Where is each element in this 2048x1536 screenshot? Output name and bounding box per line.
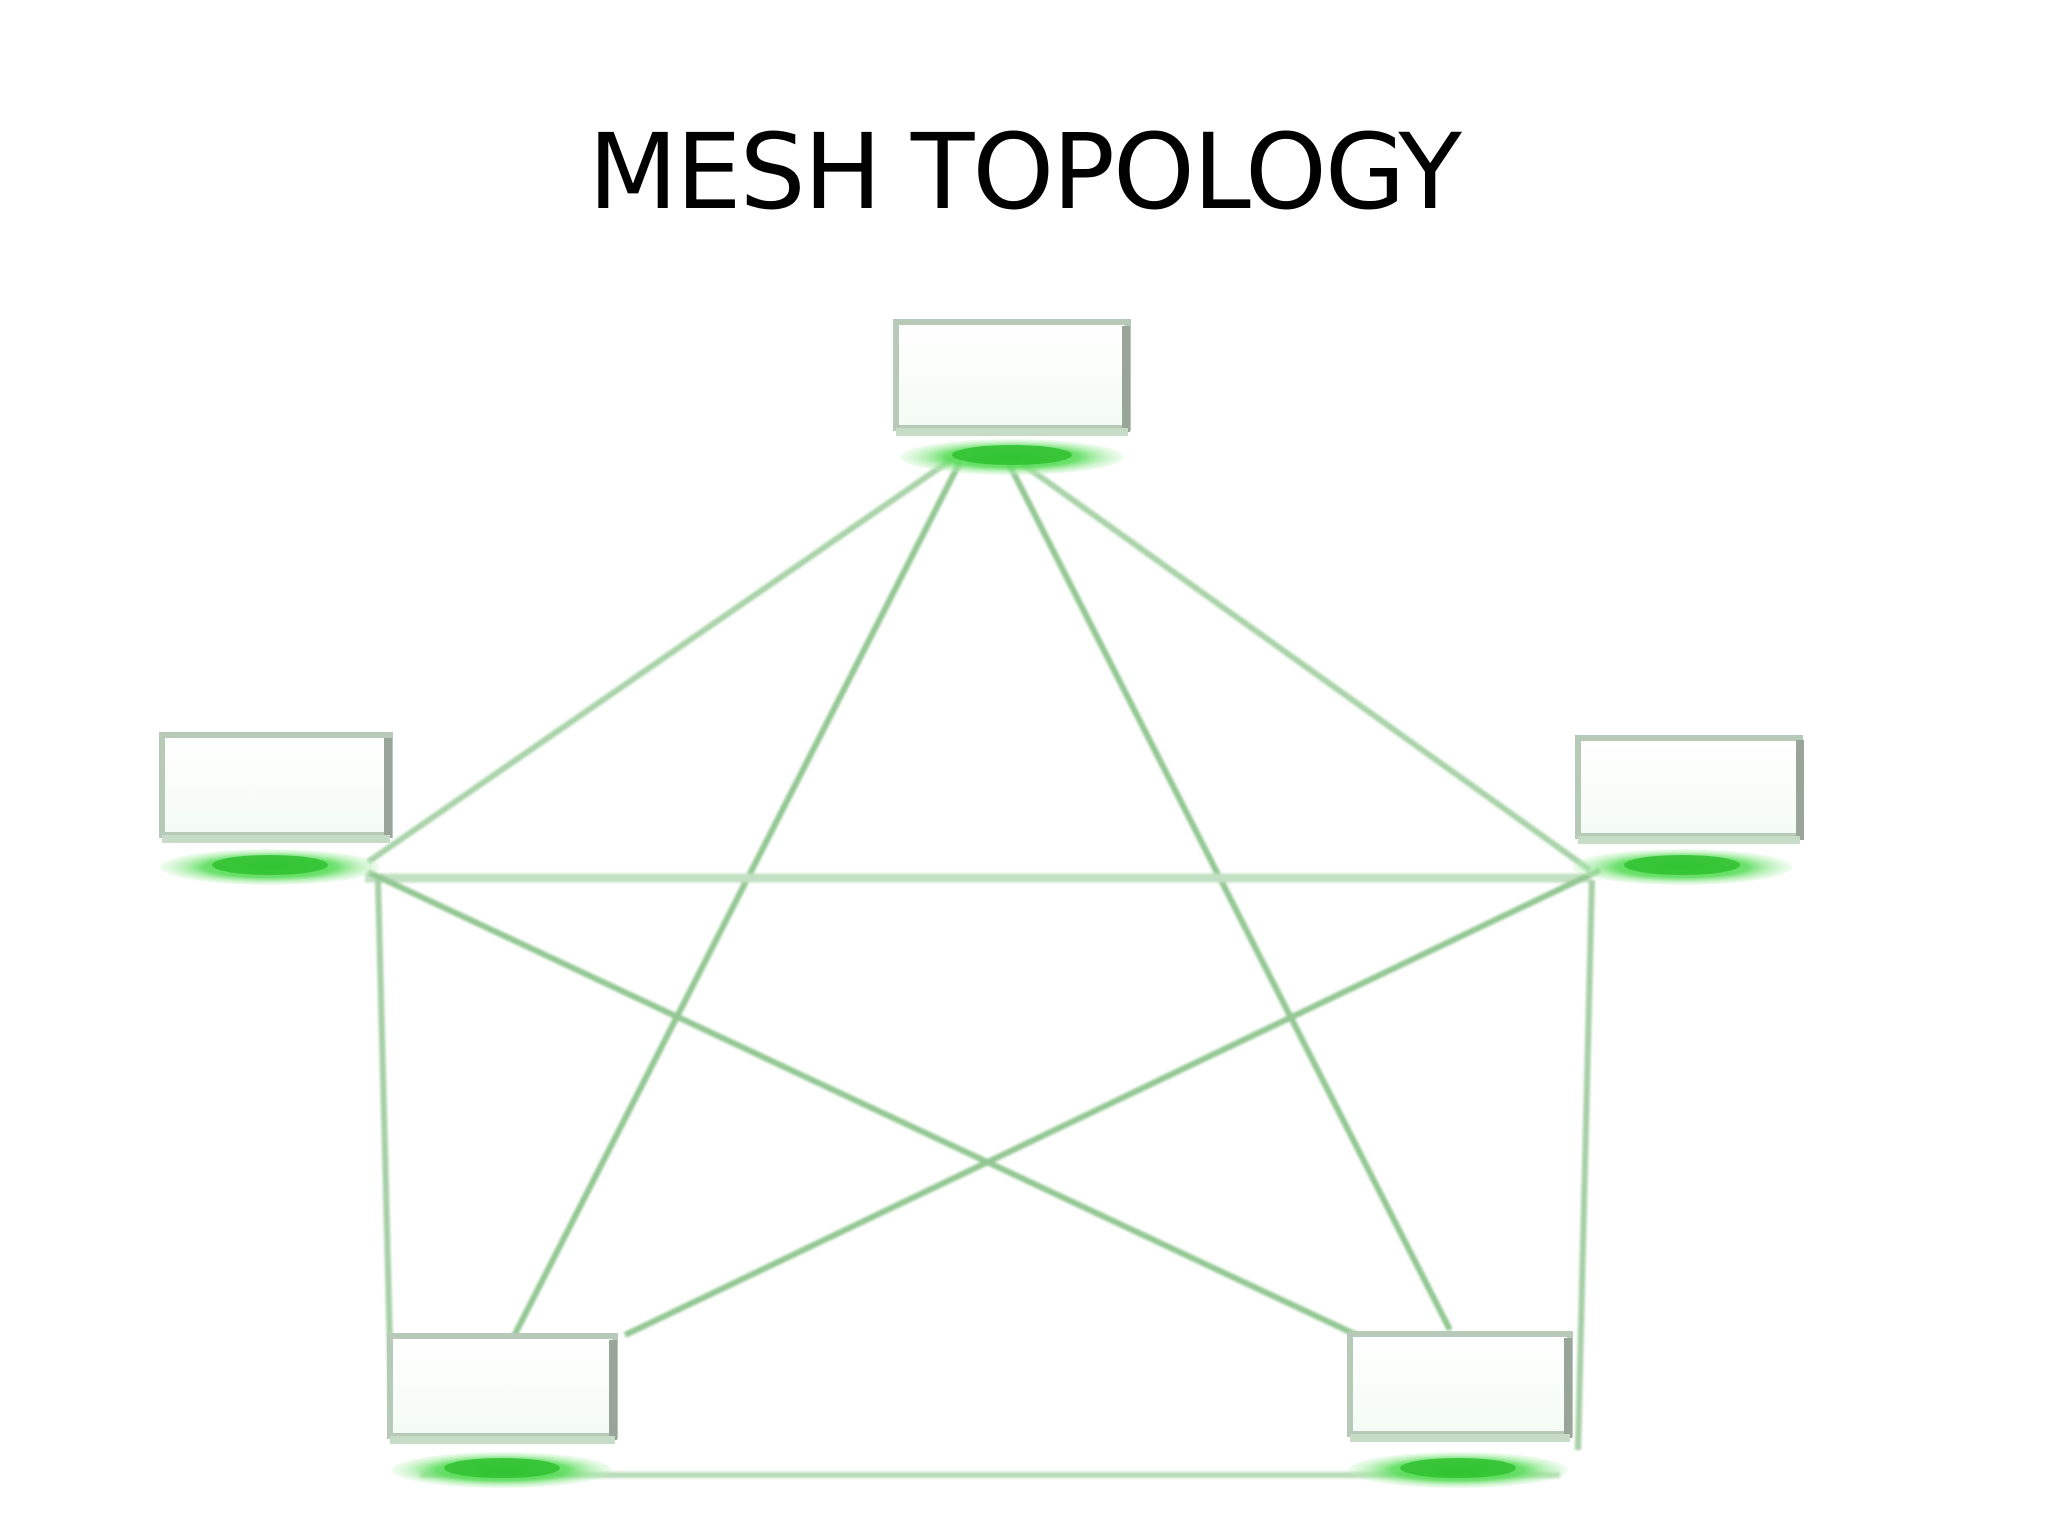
link-top-left xyxy=(366,452,960,865)
computer-monitor-icon xyxy=(387,1333,618,1488)
mesh-links xyxy=(365,452,1602,1478)
computer-monitor-icon xyxy=(1572,735,1804,885)
computer-monitor-icon xyxy=(1347,1331,1573,1488)
link-right-bottom-left xyxy=(623,867,1602,1338)
link-left-bottom-right xyxy=(366,869,1380,1348)
link-top-right xyxy=(1008,452,1592,873)
link-right-bottom-right xyxy=(1575,879,1595,1451)
link-top-bottom-left xyxy=(509,460,963,1342)
computer-monitor-icon xyxy=(893,319,1131,475)
slide-title: MESH TOPOLOGY xyxy=(588,111,1462,233)
link-top-bottom-right xyxy=(1005,460,1453,1332)
computer-monitor-icon xyxy=(159,732,393,885)
